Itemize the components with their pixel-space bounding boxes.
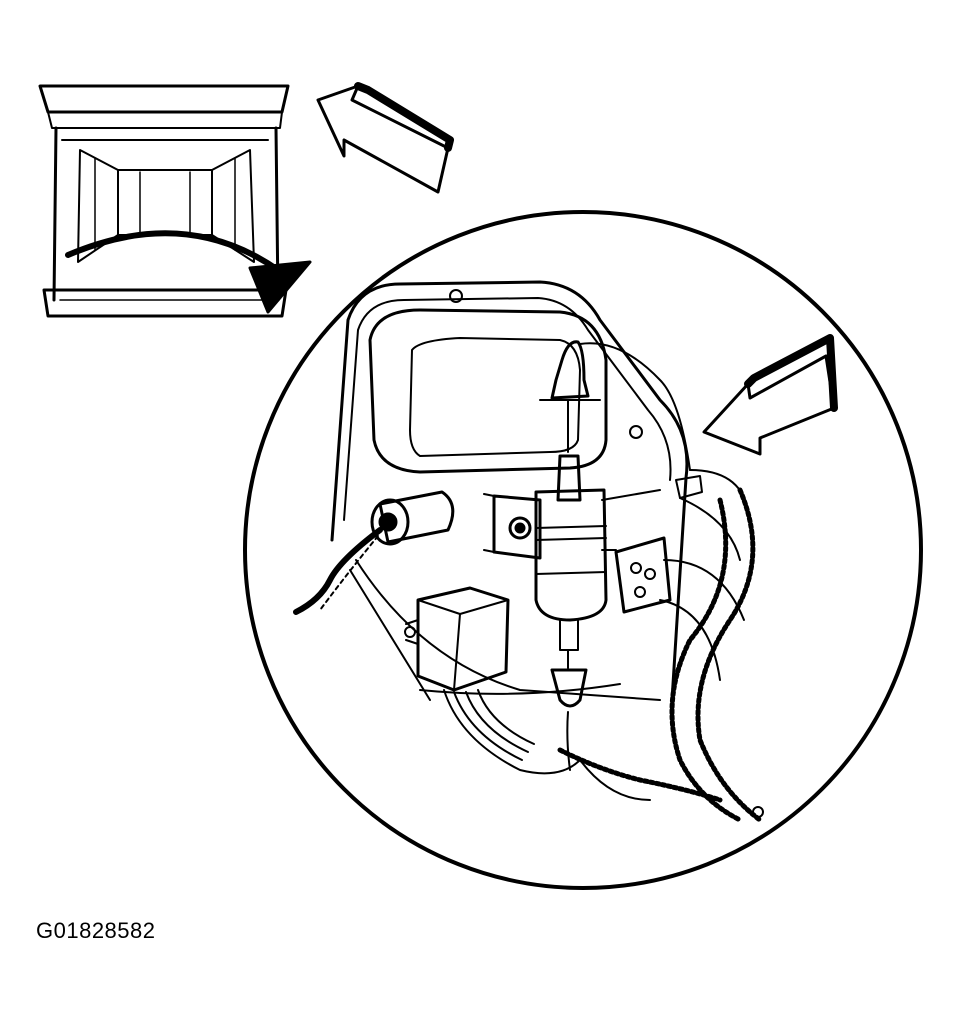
detail-circle xyxy=(243,210,923,890)
van-rear-inset xyxy=(38,84,312,318)
central-actuator xyxy=(483,340,691,771)
harness-wires xyxy=(579,469,764,818)
figure-id-label: G01828582 xyxy=(36,918,156,943)
right-connector xyxy=(614,475,703,614)
unit-housing xyxy=(330,280,689,702)
direction-arrow-upper xyxy=(316,82,454,194)
direction-arrow-lower xyxy=(702,334,838,456)
relay-box xyxy=(404,586,581,775)
coiled-harness xyxy=(557,487,763,823)
left-cylinder xyxy=(293,490,455,701)
